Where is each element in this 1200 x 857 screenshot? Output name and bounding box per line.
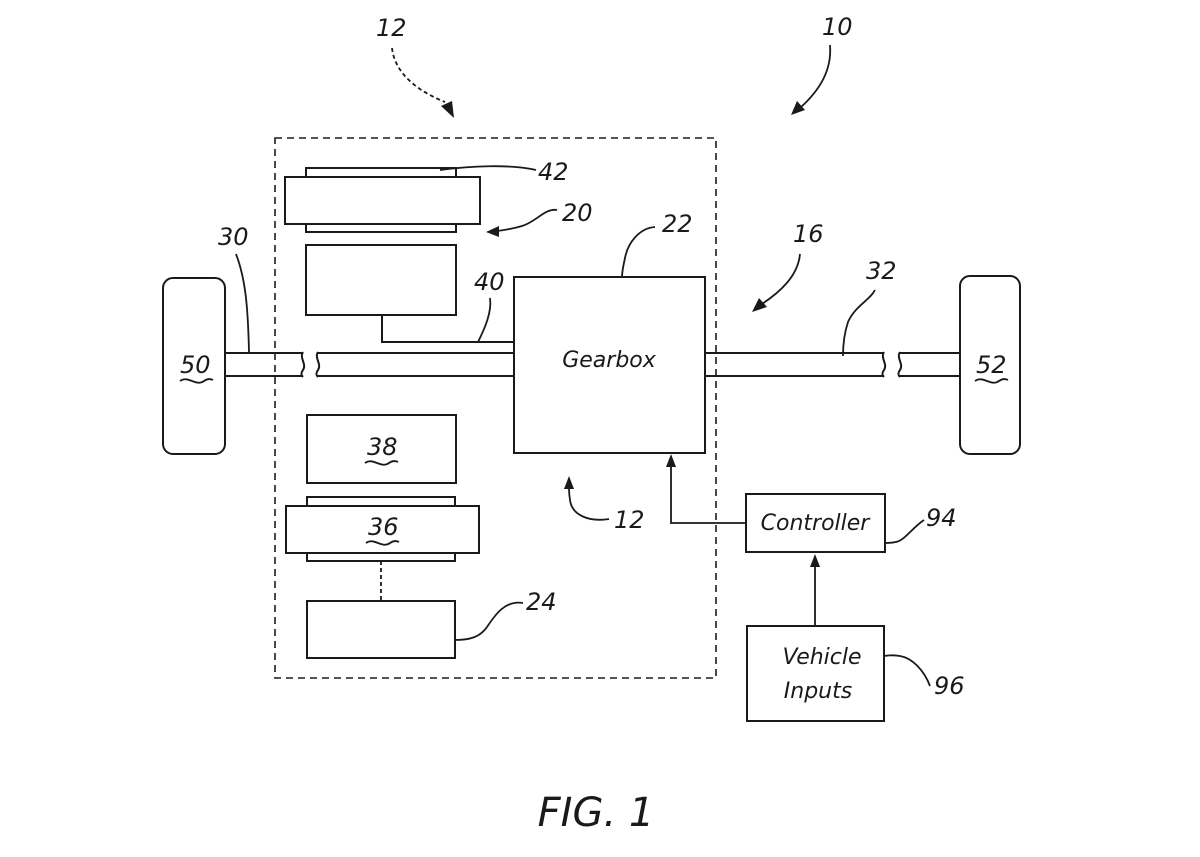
ref-12-top: 12 bbox=[376, 14, 407, 42]
ref-94: 94 bbox=[926, 504, 957, 532]
ref-12-inner: 12 bbox=[614, 506, 645, 534]
controller-block bbox=[745, 493, 886, 553]
ref-20: 20 bbox=[562, 199, 593, 227]
vehicle-inputs-label-line2: Inputs bbox=[784, 679, 852, 704]
ref-16: 16 bbox=[793, 220, 824, 248]
left-axle bbox=[225, 351, 514, 378]
component-36 bbox=[285, 496, 480, 562]
ref-22: 22 bbox=[662, 210, 693, 238]
underline-52 bbox=[974, 378, 1009, 384]
ref-52: 52 bbox=[976, 351, 1007, 379]
left-wheel bbox=[162, 277, 226, 455]
ref-42: 42 bbox=[538, 158, 569, 186]
leader-24 bbox=[454, 601, 524, 641]
underline-50 bbox=[179, 378, 214, 384]
component-38 bbox=[306, 414, 457, 484]
ref-50: 50 bbox=[180, 351, 211, 379]
ref-32: 32 bbox=[866, 257, 897, 285]
ref-36: 36 bbox=[368, 513, 399, 541]
leader-96 bbox=[883, 654, 931, 687]
signal-controller-to-gearbox bbox=[666, 454, 746, 524]
leader-12-top bbox=[391, 47, 454, 118]
leader-42 bbox=[439, 165, 537, 171]
gearbox-label: Gearbox bbox=[562, 348, 657, 373]
component-42 bbox=[284, 167, 481, 233]
leader-30 bbox=[235, 253, 250, 353]
figure-caption: FIG. 1 bbox=[538, 790, 655, 836]
leader-16 bbox=[752, 253, 801, 312]
component-20 bbox=[305, 244, 457, 316]
leader-20 bbox=[486, 209, 558, 237]
right-wheel bbox=[959, 275, 1021, 455]
leader-12-inner bbox=[564, 476, 610, 521]
underline-38 bbox=[364, 460, 399, 466]
ref-10: 10 bbox=[822, 13, 853, 41]
ref-96: 96 bbox=[934, 672, 965, 700]
leader-32 bbox=[842, 289, 876, 357]
right-axle bbox=[705, 351, 960, 378]
ref-24: 24 bbox=[526, 588, 557, 616]
powertrain-boundary bbox=[274, 137, 717, 679]
vehicle-inputs-block bbox=[746, 625, 885, 722]
signal-inputs-to-controller bbox=[810, 554, 820, 626]
component-24 bbox=[306, 600, 456, 659]
leader-10 bbox=[791, 44, 832, 115]
leader-40 bbox=[477, 297, 492, 343]
ref-40: 40 bbox=[474, 268, 505, 296]
leader-22 bbox=[621, 226, 656, 278]
vehicle-inputs-label-line1: Vehicle bbox=[782, 645, 861, 670]
shaft-40 bbox=[381, 315, 514, 343]
leader-94 bbox=[884, 519, 925, 544]
ref-38: 38 bbox=[367, 433, 398, 461]
controller-label: Controller bbox=[761, 511, 872, 536]
gearbox-block bbox=[513, 276, 706, 454]
ref-30: 30 bbox=[218, 223, 249, 251]
underline-36 bbox=[365, 540, 400, 546]
